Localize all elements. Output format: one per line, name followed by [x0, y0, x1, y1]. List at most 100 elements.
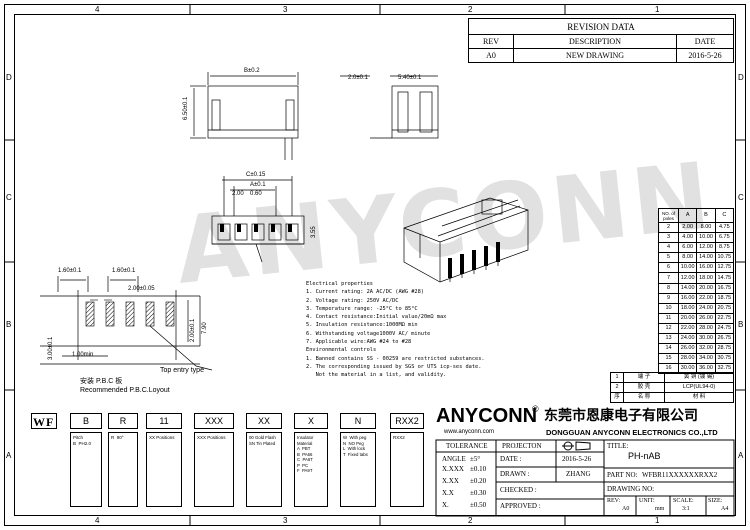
env-item: 2. The corresponding issued by SGS or UT…: [306, 363, 482, 370]
date-label: DATE :: [500, 455, 522, 463]
part-code-box-x: X: [294, 413, 328, 429]
desc-insulator: Insulator Material A PBT B PA66 C PA6T P…: [294, 432, 328, 507]
tol-row-3-value: ±0.30: [470, 489, 487, 497]
angle-label: ANGLE: [442, 455, 466, 463]
inner-frame: [14, 14, 736, 516]
scale-label: SCALE:: [673, 498, 694, 504]
part-code-box-b: B: [70, 413, 102, 429]
dim-a: A±0.1: [250, 182, 266, 188]
brand-reg: ®: [532, 404, 539, 414]
part-code-xxx-text: XXX: [204, 416, 223, 426]
size-value: A4: [721, 506, 729, 512]
zone-right-b: B: [738, 320, 744, 329]
tolerance-label: TOLERANCE: [446, 442, 488, 450]
zone-right-a: A: [738, 451, 744, 460]
projection-label: PROJECTON: [502, 442, 542, 450]
pcb-dim-160b: 1.60±0.1: [112, 268, 136, 274]
pcb-dim-200: 2.00±0.05: [128, 286, 155, 292]
part-code-n-text: N: [354, 416, 362, 426]
company-block: ANYCONN ® 东莞市恩康电子有限公司 www.anyconn.com DO…: [436, 404, 734, 440]
electrical-item: 6. Withstanding voltage1000V AC/ minute: [306, 330, 431, 337]
rev-value: A0: [622, 506, 630, 512]
part-code-11-text: 11: [159, 416, 169, 426]
angle-value: ±5°: [470, 455, 481, 463]
outer-frame: [4, 4, 746, 526]
tol-row-2-label: X.XX: [442, 477, 459, 485]
dim-b: B±0.2: [244, 68, 260, 74]
desc-pitch: Pitch B PH2.0: [70, 432, 102, 507]
electrical-properties: Electrical properties 1. Current rating:…: [306, 280, 485, 380]
desc-angle: R 90°: [108, 432, 138, 507]
rev-label: REV:: [607, 498, 621, 504]
electrical-item: 2. Voltage rating: 250V AC/DC: [306, 297, 399, 304]
drawn-label: DRAWN :: [500, 470, 530, 478]
tol-row-1-label: X.XXX: [442, 465, 464, 473]
zone-bottom-4: 4: [95, 516, 100, 525]
material-table: 1 端 子 黄 铜 (镀 锡) 2 胶 壳 LCP(UL94-0) 序 名 称 …: [610, 371, 734, 404]
title-label: TITLE:: [607, 442, 629, 450]
mat-header-material: 材 料: [664, 392, 734, 404]
part-code-box-xxx: XXX: [194, 413, 234, 429]
unit-label: UNIT:: [639, 498, 655, 504]
part-code-wf-text: WF: [33, 415, 55, 429]
company-cn-name: 东莞市恩康电子有限公司: [544, 408, 698, 424]
electrical-item: 4. Contact resistance:Initial value/20mΩ…: [306, 314, 447, 321]
zone-top-4: 4: [95, 5, 100, 14]
zone-bottom-1: 1: [655, 516, 660, 525]
dim-c: C±0.15: [246, 172, 266, 178]
env-title: Environmental controls: [306, 347, 377, 354]
pcb-dim-100: 1.00min: [72, 352, 94, 358]
pcb-dim-160a: 1.60±0.1: [58, 268, 82, 274]
env-item: Not the material in a list, and validity…: [306, 372, 447, 379]
electrical-item: 3. Temperature range: -25°C to 85°C: [306, 305, 418, 312]
part-code-box-xx: XX: [246, 413, 282, 429]
part-code-box-n: N: [340, 413, 376, 429]
part-code-box-r: R: [108, 413, 138, 429]
desc-positions-b: XXX Positions: [194, 432, 234, 507]
desc-positions-a: XX Positions: [146, 432, 182, 507]
scale-value: 3:1: [682, 506, 690, 512]
part-no-label: PART NO:: [607, 471, 638, 479]
env-item: 1. Banned contains SS - 00259 are restri…: [306, 355, 485, 362]
pcb-caption-en: Recommended P.B.C.Loyout: [80, 387, 170, 394]
part-code-r-text: R: [119, 416, 127, 426]
part-code-box-rxx2: RXX2: [390, 413, 424, 429]
zone-right-c: C: [738, 193, 744, 202]
desc-rxx2: RXX2: [390, 432, 424, 507]
electrical-item: 1. Current rating: 2A AC/DC (AWG #28): [306, 289, 424, 296]
zone-top-3: 3: [283, 5, 288, 14]
part-code-wf: WF: [31, 413, 57, 429]
tol-row-2-value: ±0.20: [470, 477, 487, 485]
zone-left-d: D: [6, 73, 12, 82]
checked-label: CHECKED :: [500, 486, 537, 494]
revision-table: REVISION DATA REV DESCRIPTION DATE A0 NE…: [468, 18, 734, 63]
top-entry-label: Top entry type: [160, 367, 204, 374]
zone-top-1: 1: [655, 5, 660, 14]
size-label: SIZE:: [708, 498, 723, 504]
zone-left-a: A: [6, 451, 12, 460]
drawn-value: ZHANG: [566, 470, 591, 478]
tol-row-4-label: X.: [442, 501, 449, 509]
zone-bottom-2: 2: [468, 516, 473, 525]
dim-540: 5.40±0.1: [398, 75, 422, 81]
part-code-box-11: 11: [146, 413, 182, 429]
part-no-value: WFBR11XXXXXXRXX2: [642, 471, 718, 479]
brand-name: ANYCONN: [436, 405, 538, 427]
dim-20: 2.0±0.1: [348, 75, 368, 81]
unit-value: mm: [655, 506, 665, 512]
approved-label: APPROVED :: [500, 502, 541, 510]
dim-pin-060: 0.60: [250, 191, 262, 197]
part-code-xx-text: XX: [257, 416, 270, 426]
drawing-no-label: DRAWING NO:: [607, 485, 655, 493]
company-web: www.anyconn.com: [444, 429, 495, 435]
tol-row-3-label: X.X: [442, 489, 454, 497]
